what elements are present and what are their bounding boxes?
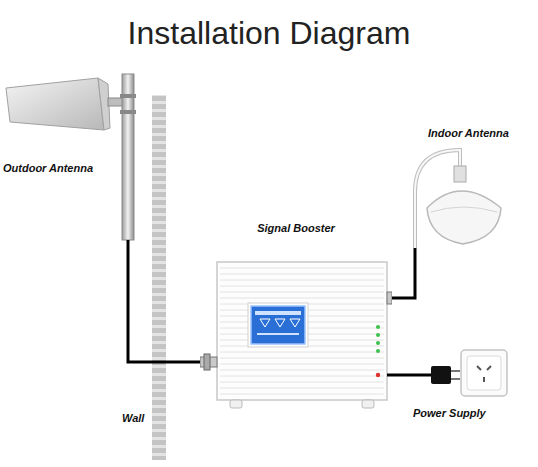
cable <box>128 248 200 362</box>
cable-line <box>128 248 200 362</box>
cable <box>392 248 415 298</box>
cable-line <box>392 374 405 377</box>
wall-label: Wall <box>122 412 144 425</box>
outdoor-antenna: Outdoor Antenna <box>0 70 140 248</box>
outdoor-antenna-picture <box>0 70 140 248</box>
cable-line <box>392 248 415 298</box>
device-label: Power Supply <box>413 407 486 420</box>
signal-booster: Signal Booster <box>200 215 392 415</box>
indoor-antenna: Indoor Antenna <box>405 120 513 248</box>
device-label: Signal Booster <box>257 222 335 235</box>
power-supply: Power Supply <box>405 345 512 425</box>
diagram-title: Installation Diagram <box>0 14 538 52</box>
indoor-antenna-picture <box>405 120 512 248</box>
cable <box>392 375 405 376</box>
device-label: Indoor Antenna <box>428 127 509 140</box>
device-label: Outdoor Antenna <box>3 162 93 175</box>
signal-booster-picture <box>200 215 392 415</box>
